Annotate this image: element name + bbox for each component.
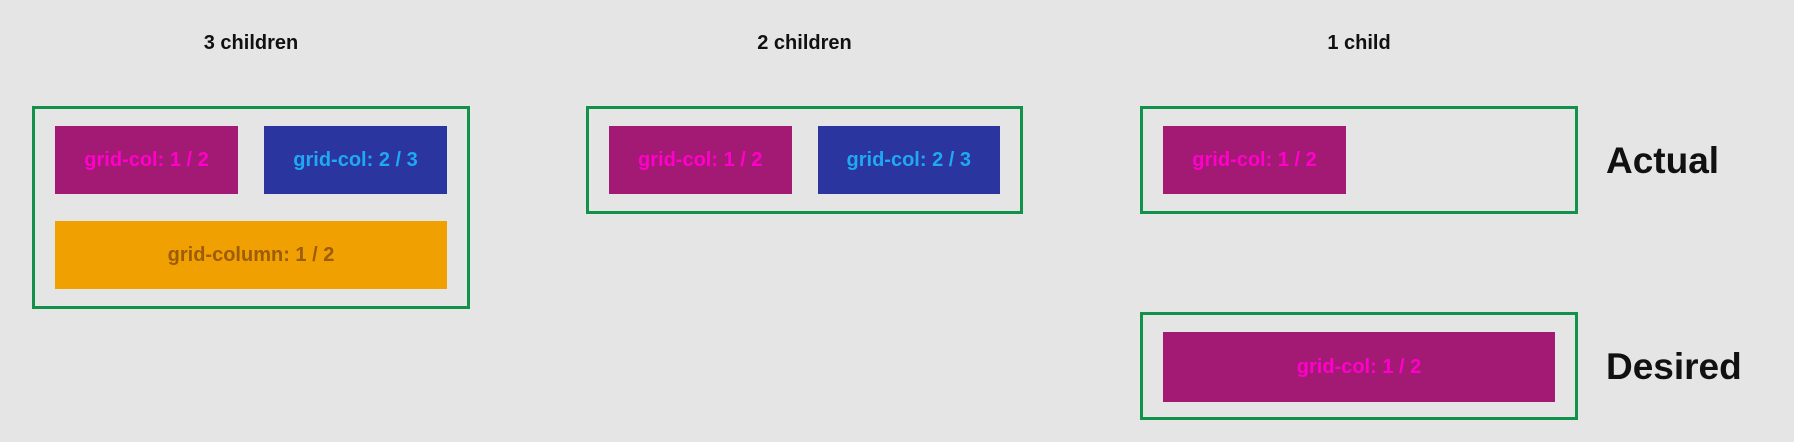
- grid-item-blue: grid-col: 2 / 3: [264, 126, 447, 194]
- grid-item-magenta: grid-col: 1 / 2: [609, 126, 792, 194]
- panel-title-1-child: 1 child: [1327, 32, 1391, 54]
- panel-title-3-children: 3 children: [203, 32, 299, 54]
- grid-container-1-child-desired: grid-col: 1 / 2: [1140, 312, 1578, 420]
- grid-container-1-child-actual: grid-col: 1 / 2: [1140, 106, 1578, 214]
- grid-item-magenta: grid-col: 1 / 2: [1163, 332, 1555, 402]
- grid-item-blue: grid-col: 2 / 3: [817, 126, 1000, 194]
- grid-container-2-children: grid-col: 1 / 2 grid-col: 2 / 3: [586, 106, 1023, 214]
- grid-item-orange: grid-column: 1 / 2: [55, 221, 447, 289]
- grid-item-magenta: grid-col: 1 / 2: [1163, 126, 1346, 194]
- grid-item-magenta: grid-col: 1 / 2: [55, 126, 238, 194]
- grid-container-3-children: grid-col: 1 / 2 grid-col: 2 / 3 grid-col…: [32, 106, 470, 309]
- row-label-desired: Desired: [1606, 345, 1742, 387]
- row-label-actual: Actual: [1606, 139, 1720, 181]
- panel-title-2-children: 2 children: [757, 32, 852, 54]
